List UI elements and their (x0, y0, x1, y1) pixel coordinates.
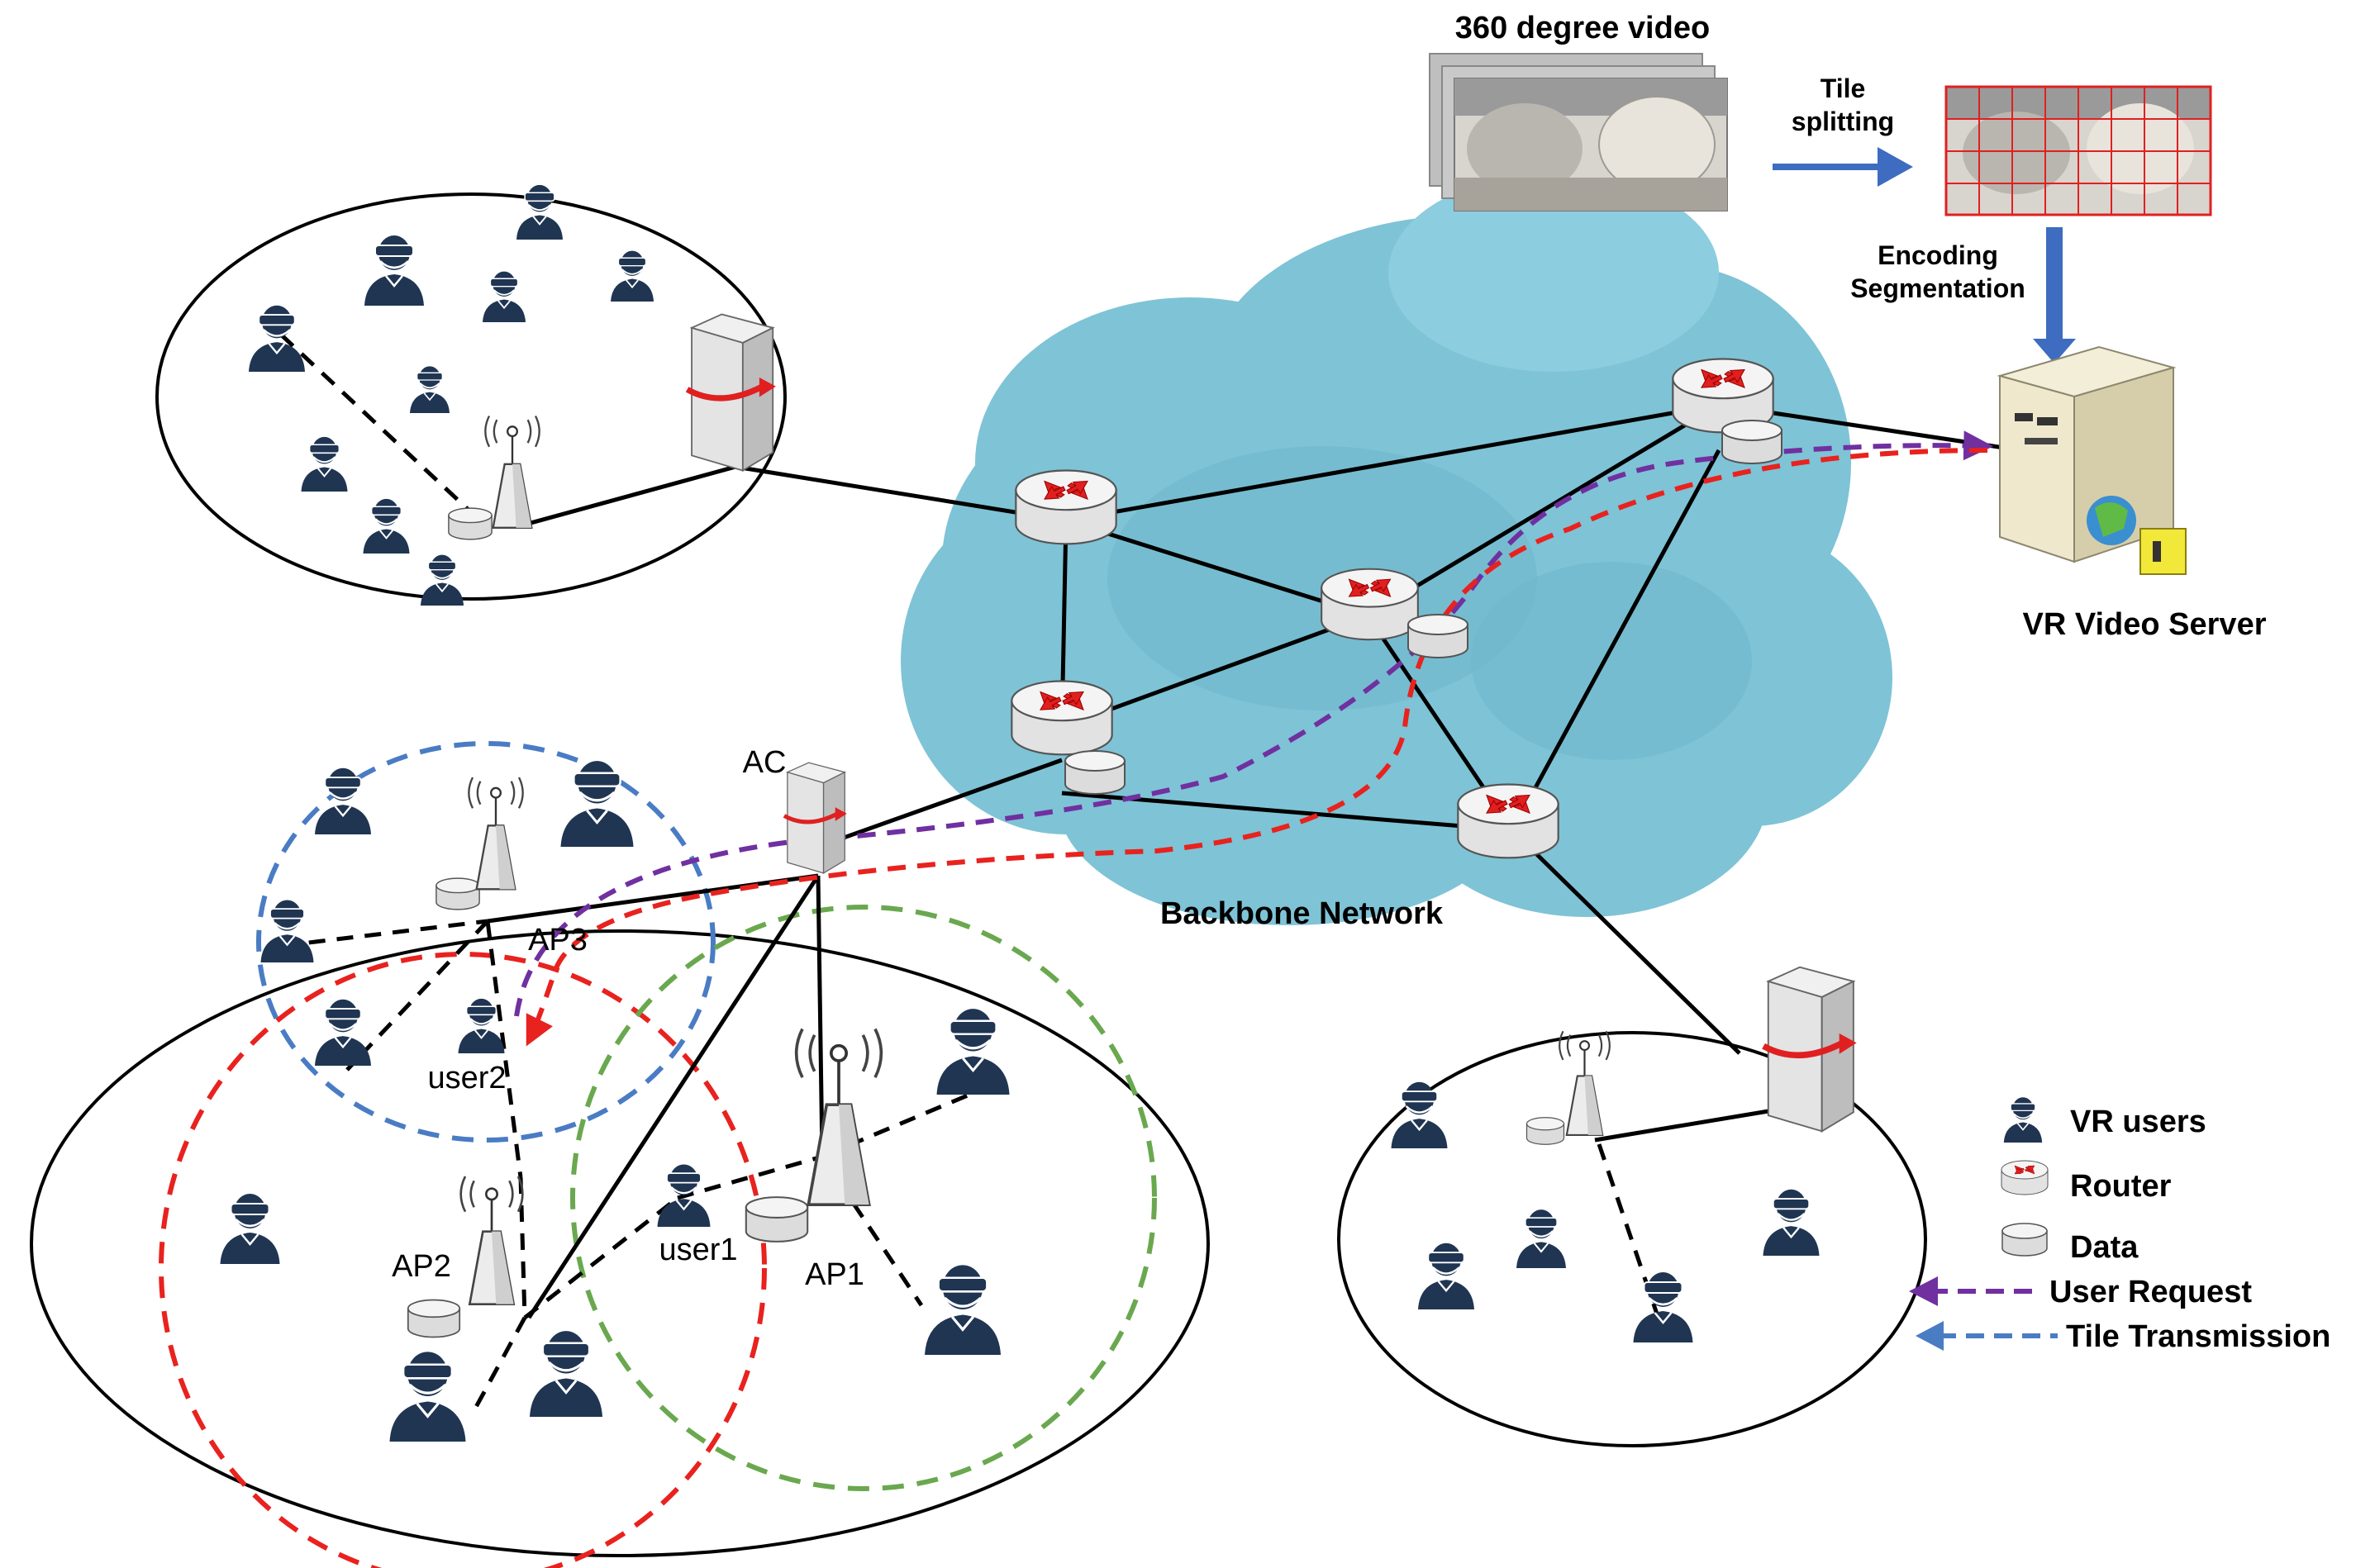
legend-vr-users: VR users (2070, 1105, 2206, 1139)
data-cache-top-ap (448, 507, 493, 540)
backbone-label: Backbone Network (1160, 896, 1444, 931)
vr-user (559, 759, 635, 847)
data-cache-ap1 (745, 1196, 809, 1243)
vr-user (419, 554, 465, 606)
vr-video-server (1997, 345, 2187, 575)
legend-vr-users-icon (2002, 1096, 2044, 1143)
vr-user (1416, 1242, 1476, 1309)
vr-user (388, 1350, 468, 1442)
video-title: 360 degree video (1455, 11, 1710, 45)
data-cache-ap3 (435, 877, 480, 910)
vr-user (300, 435, 349, 492)
vr-user (259, 899, 315, 962)
encoding-label: Encoding (1878, 240, 1998, 270)
data-cache-router-4 (1721, 420, 1782, 464)
ac-label: AC (743, 745, 787, 780)
ap1-coverage (570, 905, 1157, 1491)
legend-user-request-arrow (1909, 1276, 1938, 1306)
ap1-label: AP1 (805, 1257, 864, 1292)
router-3 (1321, 568, 1419, 641)
user-request-flow (514, 430, 1994, 1017)
ap2-label: AP2 (392, 1249, 451, 1284)
tile-label-line2: splitting (1792, 107, 1894, 136)
vr-user (1515, 1208, 1568, 1268)
ap3-coverage (256, 741, 716, 1143)
data-cache-br-ap (1525, 1117, 1565, 1145)
ap3 (467, 776, 525, 891)
ap2-coverage (159, 952, 767, 1568)
vr-user (935, 1007, 1011, 1095)
legend-tile-transmission: Tile Transmission (2066, 1319, 2330, 1354)
bottom-right-ap (1558, 1030, 1611, 1137)
vr-user (409, 365, 450, 413)
ap2 (459, 1175, 525, 1306)
cluster-top-left (155, 192, 787, 601)
video-frame-front (1454, 78, 1728, 211)
legend: VR users Router Data User Request Tile T… (1909, 1096, 2330, 1354)
legend-data-icon (2001, 1223, 2048, 1257)
data-cache-router-3 (1407, 614, 1468, 658)
legend-router-icon (2001, 1160, 2049, 1195)
legend-data: Data (2070, 1230, 2139, 1265)
vr-user (247, 304, 307, 372)
server-label: VR Video Server (2022, 607, 2266, 642)
tile-splitting-arrow (1773, 147, 1913, 187)
router-5 (1457, 783, 1559, 859)
vr-user (1632, 1271, 1694, 1342)
ap1 (797, 1029, 882, 1205)
gateway-top-left (688, 314, 776, 470)
router-1 (1015, 469, 1117, 545)
top-left-ap (483, 414, 541, 530)
gateway-bottom-right (1763, 967, 1857, 1132)
tiled-frame (1944, 85, 2212, 216)
user2-label: user2 (427, 1061, 506, 1095)
encoding-arrow (2033, 227, 2076, 363)
segmentation-label: Segmentation (1850, 273, 2025, 303)
legend-router: Router (2070, 1169, 2172, 1204)
data-cache-ap2 (407, 1299, 461, 1338)
vr-user (1762, 1188, 1821, 1256)
video-pipeline (1429, 53, 2212, 363)
cluster-bottom-right (1337, 1031, 1927, 1447)
vr-user (609, 249, 655, 302)
vr-user (363, 234, 426, 306)
vr-user (528, 1329, 604, 1417)
user1-label: user1 (659, 1233, 737, 1267)
ap3-label: AP3 (528, 923, 588, 957)
tile-transmission-flow (526, 448, 1988, 1047)
legend-user-request: User Request (2049, 1275, 2252, 1309)
vr-user (923, 1263, 1002, 1355)
vr-user (362, 497, 411, 554)
vr-user (515, 183, 564, 240)
vr-user (481, 270, 527, 322)
tile-label-line1: Tile (1821, 74, 1866, 103)
ac-controller (784, 763, 847, 873)
vr-user (219, 1192, 281, 1264)
vr-user (313, 998, 373, 1066)
router-2 (1011, 680, 1113, 756)
legend-tile-transmission-arrow (1916, 1321, 1944, 1351)
cluster-bottom-left (30, 929, 1210, 1557)
data-cache-router-2 (1064, 750, 1126, 795)
